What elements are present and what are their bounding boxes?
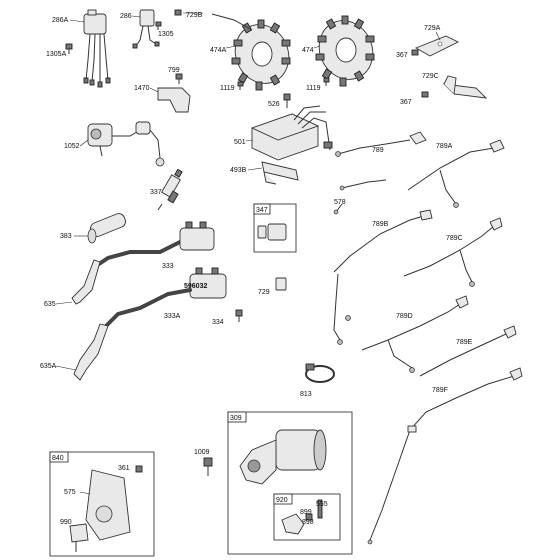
part-383-coil: [87, 213, 126, 244]
label-1470: 1470: [134, 85, 150, 92]
label-367-a: 367: [396, 52, 408, 59]
label-990: 990: [60, 519, 72, 526]
label-347: 347: [256, 207, 268, 214]
part-1119-screw-a: [237, 81, 244, 90]
label-501: 501: [234, 139, 246, 146]
label-635a: 635A: [40, 363, 57, 370]
part-286-relay: [132, 9, 160, 49]
box-840: [49, 451, 155, 557]
part-493b-bracket: [261, 161, 299, 185]
label-898: 898: [302, 519, 314, 526]
label-1119-b: 1119: [306, 85, 321, 92]
part-367-screw-b: [421, 91, 429, 98]
part-813-clamp: [305, 363, 335, 383]
label-920: 920: [276, 497, 288, 504]
label-334: 334: [212, 319, 224, 326]
part-333a-ignition-coil: [102, 267, 227, 330]
label-635: 635: [44, 301, 56, 308]
label-729: 729: [258, 289, 270, 296]
part-729: [275, 277, 287, 291]
label-474a: 474A: [210, 47, 227, 54]
part-286a-relay: [83, 9, 111, 88]
label-789e: 789E: [456, 339, 473, 346]
label-596032: 596032: [184, 283, 207, 290]
part-729c-bracket: [442, 75, 488, 99]
part-337-spark-plug: [157, 168, 183, 211]
label-383: 383: [60, 233, 72, 240]
part-334-screw: [235, 309, 243, 322]
label-309: 309: [230, 415, 242, 422]
part-1052-switch: [87, 121, 165, 167]
label-789a: 789A: [436, 143, 453, 150]
box-347: [253, 203, 297, 253]
part-789d-harness: [361, 295, 469, 373]
part-789c-harness: [403, 217, 503, 287]
label-840: 840: [52, 455, 64, 462]
label-578: 578: [334, 199, 346, 206]
part-799-screw: [175, 73, 183, 84]
part-526-screw: [283, 93, 291, 108]
label-789: 789: [372, 147, 384, 154]
label-493b: 493B: [230, 167, 247, 174]
label-789c: 789C: [446, 235, 463, 242]
label-474: 474: [302, 47, 314, 54]
part-1470-bracket: [157, 87, 191, 113]
part-474a-stator: [211, 13, 291, 91]
part-367-screw-a: [411, 49, 419, 56]
label-729c: 729C: [422, 73, 439, 80]
part-789e-harness: [419, 325, 517, 377]
part-729b-screw: [174, 9, 182, 16]
label-526: 526: [268, 101, 280, 108]
label-789b: 789B: [372, 221, 389, 228]
part-635a-boot: [73, 323, 109, 381]
part-578-wire: [333, 179, 387, 215]
label-1009: 1009: [194, 449, 210, 456]
label-799: 799: [168, 67, 180, 74]
part-789f-wire: [367, 367, 523, 545]
label-729a: 729A: [424, 25, 441, 32]
label-1305: 1305: [158, 31, 174, 38]
part-1305-screw: [155, 21, 162, 30]
label-729b: 729B: [186, 12, 203, 19]
label-899: 899: [300, 509, 312, 516]
box-920: [273, 493, 341, 541]
label-337: 337: [150, 189, 162, 196]
part-729a-bracket: [414, 35, 460, 57]
part-1009-screw: [203, 457, 213, 476]
part-635-boot: [71, 259, 101, 305]
label-575: 575: [64, 489, 76, 496]
label-286a: 286A: [52, 17, 69, 24]
label-333: 333: [162, 263, 174, 270]
part-1119-screw-b: [323, 77, 330, 86]
part-789-harness: [335, 131, 427, 157]
label-333a: 333A: [164, 313, 181, 320]
label-1119-a: 1119: [220, 85, 235, 92]
label-789f: 789F: [432, 387, 448, 394]
label-789d: 789D: [396, 313, 413, 320]
label-813: 813: [300, 391, 312, 398]
label-367-b: 367: [400, 99, 412, 106]
box-309: [227, 411, 353, 555]
part-474-stator: [315, 15, 375, 87]
label-1305a: 1305A: [46, 51, 67, 58]
label-555: 555: [316, 501, 328, 508]
part-501-regulator: [250, 105, 333, 161]
label-361: 361: [118, 465, 130, 472]
label-286: 286: [120, 13, 132, 20]
label-1052: 1052: [64, 143, 80, 150]
part-789b-harness: [333, 209, 433, 345]
part-789a-harness: [407, 139, 505, 208]
part-1305a-screw: [65, 43, 73, 54]
part-333-ignition-coil: [94, 221, 215, 268]
